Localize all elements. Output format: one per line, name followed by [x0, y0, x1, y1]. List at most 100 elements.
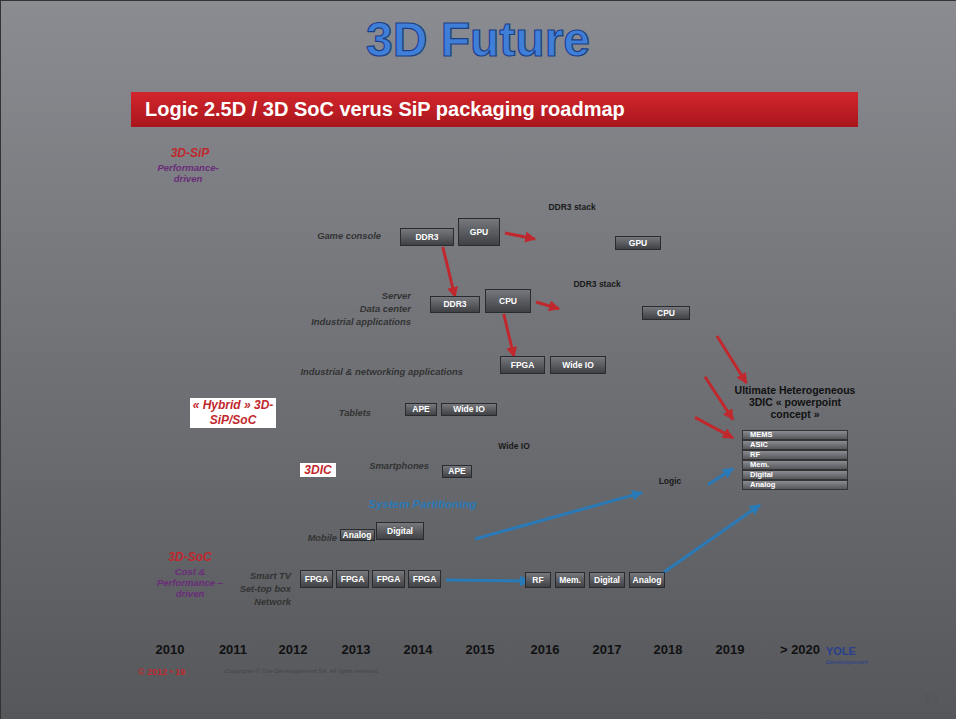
flow-arrow [446, 580, 530, 581]
year-label: 2013 [331, 642, 381, 657]
header-bar: Logic 2.5D / 3D SoC verus SiP packaging … [131, 92, 858, 127]
layer-label: Mem. [747, 461, 772, 469]
layer-label: MEMS [747, 431, 776, 439]
flow-arrow [708, 468, 733, 484]
application-band: SmartphonesAPEWide IO [358, 437, 555, 495]
axis-note: Cost & Performance – driven [146, 566, 234, 599]
row-label: Industrial & networking applications [262, 365, 463, 378]
die-label: Digital [387, 527, 413, 536]
slide-footer: © 2012 • 19 [138, 667, 196, 677]
application-band: Industrial & networking applications FPGA… [262, 347, 700, 395]
stack-layer: RF [742, 450, 848, 460]
row-label-group: ServerData centerIndustrial applications [284, 289, 414, 328]
row-label: Network [232, 596, 291, 609]
flow-arrow [705, 377, 733, 420]
layer-label: Analog [747, 481, 778, 489]
die-label: FPGA [305, 575, 329, 584]
row-label-group: Industrial & networking applications [262, 365, 466, 378]
application-band: ServerData centerIndustrial applications… [284, 278, 712, 338]
section-label: System Partitioning [335, 498, 510, 510]
application-band: Mobile Digital Analog [294, 518, 470, 558]
chip-die: Digital [589, 572, 625, 588]
chip-die: CPU [642, 306, 690, 320]
die-label: Wide IO [453, 405, 485, 414]
application-band: Smart TVSet-top boxNetwork FPGA FPGA FPGA FP… [232, 560, 705, 618]
slide-title: 3D Future [0, 12, 956, 67]
row-label: Game console [316, 230, 381, 243]
stack-layer: Analog [742, 480, 848, 490]
die-label: FPGA [511, 361, 535, 370]
year-label: 2019 [705, 642, 755, 657]
die-stack: DDR3 stack [554, 279, 640, 320]
concept-package: Ultimate Heterogeneous 3DIC « powerpoint… [728, 382, 862, 504]
header-title: Logic 2.5D / 3D SoC verus SiP packaging … [145, 98, 625, 121]
axis-label: 3DIC [300, 463, 336, 477]
row-label: Set-top box [232, 583, 291, 596]
die-label: Digital [594, 576, 620, 585]
chip-die: APE [442, 465, 472, 478]
chip-die: APE [405, 403, 437, 416]
chip-die: Analog [629, 572, 665, 588]
chip-die: FPGA [500, 356, 545, 374]
axis-label: « Hybrid » 3D-SiP/SoC [190, 398, 276, 428]
page-number: 13 [916, 692, 946, 706]
concept-label: Ultimate Heterogeneous 3DIC « powerpoint… [728, 384, 862, 420]
row-label: Server [284, 289, 411, 302]
die-stack: Wide IO [475, 441, 553, 478]
flow-arrow [475, 493, 642, 539]
flow-arrow [663, 505, 760, 573]
die-label: FPGA [341, 575, 365, 584]
flow-arrow [536, 302, 559, 309]
chip-die: FPGA [408, 570, 441, 588]
stack-label: Logic [637, 476, 703, 487]
layer-label: Digital [747, 471, 776, 479]
logo-text: Développement [826, 659, 866, 665]
chip-die: Digital [376, 522, 424, 540]
stack-layer: Mem. [742, 460, 848, 470]
chip-die: CPU [485, 289, 531, 313]
chip-die: Mem. [555, 572, 585, 588]
chip-die: FPGA [336, 570, 369, 588]
row-label: Mobile [294, 532, 337, 545]
flow-arrow [443, 247, 455, 297]
stack-label: DDR3 stack [530, 202, 614, 213]
chip-die: Wide IO [441, 403, 497, 416]
axis-label: 3D-SiP [150, 146, 230, 160]
chip-die: GPU [458, 218, 500, 246]
flow-arrow [717, 336, 746, 383]
chip-die: Wide IO [550, 356, 606, 374]
row-label-group: Game console [316, 230, 384, 243]
year-label: 2012 [268, 642, 318, 657]
row-label-group: Smart TVSet-top boxNetwork [232, 570, 294, 609]
chip-die: Analog [340, 529, 375, 541]
layer-label: RF [747, 451, 763, 459]
chip-die: FPGA [372, 570, 405, 588]
year-label: 2011 [208, 642, 258, 657]
stack-layer: ASIC [742, 440, 848, 450]
stack-label: Wide IO [475, 441, 553, 452]
row-label-group: Mobile [294, 532, 340, 545]
row-label: Industrial applications [284, 315, 411, 328]
die-stack: DDR3 stack [530, 202, 614, 250]
stack-label: DDR3 stack [554, 279, 640, 290]
die-label: GPU [629, 239, 647, 248]
year-label: 2010 [145, 642, 195, 657]
die-label: FPGA [413, 575, 437, 584]
application-band: Game consoleDDR3GPUDDR3 stackGPU [316, 198, 708, 274]
die-stack: Logic [637, 476, 703, 502]
die-label: DDR3 [443, 300, 466, 309]
row-label: Data center [284, 302, 411, 315]
row-label-group: Tablets [320, 407, 374, 420]
die-label: DDR3 [415, 233, 438, 242]
year-label: 2015 [455, 642, 505, 657]
chip-die: FPGA [300, 570, 333, 588]
die-label: APE [448, 467, 465, 476]
year-label: 2016 [520, 642, 570, 657]
die-label: Analog [633, 576, 662, 585]
stack-layer: Digital [742, 470, 848, 480]
application-band: Tablets APE Wide IO [320, 399, 690, 428]
die-label: Wide IO [562, 361, 594, 370]
year-label: 2018 [643, 642, 693, 657]
row-label: Smart TV [232, 570, 291, 583]
stack-layer: MEMS [742, 430, 848, 440]
